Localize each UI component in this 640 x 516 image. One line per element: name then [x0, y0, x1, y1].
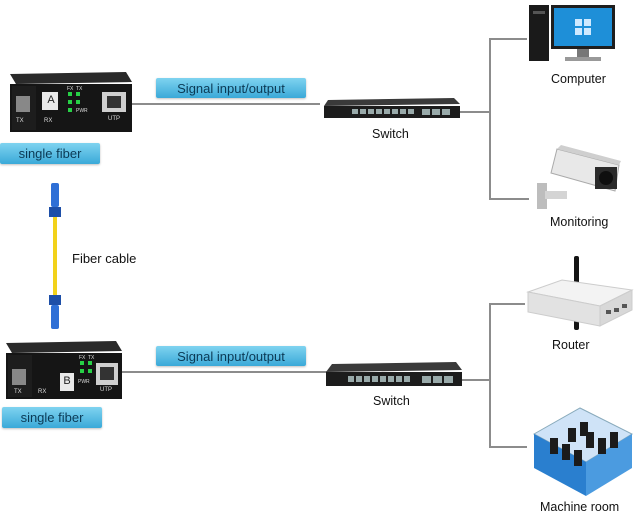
converter-b-port-utp: UTP [100, 387, 112, 393]
router-label: Router [552, 338, 590, 352]
branch-bottom-router [489, 303, 525, 305]
converter-b-led-pwr: PWR [78, 379, 90, 385]
converter-b-led-fx: FX [79, 355, 86, 361]
switch-top-label: Switch [372, 127, 409, 141]
switch-bottom-label: Switch [373, 394, 410, 408]
branch-bottom-vertical [489, 303, 491, 448]
fiber-cable-icon [49, 183, 61, 329]
media-converter-b: B TX RX FX TX PWR UTP [2, 339, 124, 401]
converter-a-port-rx: RX [44, 118, 53, 124]
link-switch-bottom-branch [462, 379, 490, 381]
converter-a-port-utp: UTP [108, 116, 120, 122]
link-converter-a-switch [130, 103, 320, 105]
machine-room-icon [532, 407, 634, 496]
branch-bottom-machine-room [489, 446, 527, 448]
converter-b-port-tx: TX [14, 389, 22, 395]
converter-b-letter: B [63, 375, 71, 387]
converter-a-led-tx: TX [76, 86, 83, 92]
media-converter-b-body [6, 341, 122, 399]
media-converter-a: A TX RX FX TX PWR UTP [6, 70, 134, 136]
single-fiber-badge-a: single fiber [0, 143, 100, 164]
signal-label-bottom: Signal input/output [156, 346, 306, 366]
computer-icon [529, 5, 615, 61]
computer-label: Computer [551, 72, 606, 86]
link-switch-top-branch [460, 111, 490, 113]
fiber-cable-label: Fiber cable [72, 251, 137, 266]
branch-top-computer [489, 38, 527, 40]
single-fiber-badge-b: single fiber [2, 407, 102, 428]
converter-a-led-fx: FX [67, 86, 74, 92]
monitoring-label: Monitoring [550, 215, 609, 229]
branch-top-monitoring [489, 198, 529, 200]
converter-a-letter: A [47, 94, 55, 106]
converter-b-port-rx: RX [38, 389, 47, 395]
converter-a-led-pwr: PWR [76, 108, 88, 114]
media-converter-a-body [10, 72, 132, 132]
signal-label-top: Signal input/output [156, 78, 306, 98]
link-converter-b-switch [122, 371, 327, 373]
monitoring-camera-icon [537, 145, 621, 209]
converter-a-port-tx: TX [16, 118, 24, 124]
branch-top-vertical [489, 38, 491, 200]
switch-bottom-icon [326, 362, 462, 386]
converter-b-led-tx: TX [88, 355, 95, 361]
router-icon [526, 256, 634, 330]
machine-room-label: Machine room [540, 500, 620, 514]
switch-top-icon [324, 98, 460, 118]
